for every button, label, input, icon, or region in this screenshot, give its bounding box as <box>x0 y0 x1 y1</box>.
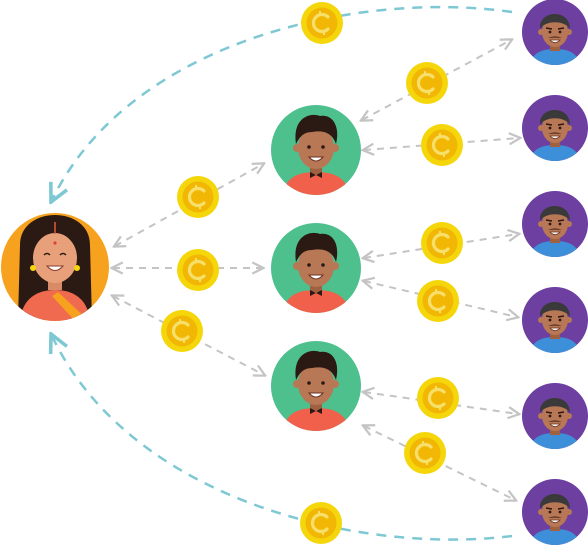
avatar-l2 <box>522 95 588 161</box>
coin-icon <box>177 249 219 291</box>
return-flow-top-arrow <box>52 5 513 200</box>
avatar-m3 <box>271 341 361 431</box>
avatar-l4 <box>522 287 588 353</box>
coin-icon <box>300 502 342 544</box>
coin-icon <box>301 2 343 44</box>
coin-icon <box>421 124 463 166</box>
flow-arrow <box>113 296 264 375</box>
coin-icon <box>404 432 446 474</box>
coin-icon <box>177 176 219 218</box>
coin-icon <box>417 280 459 322</box>
avatar-l6 <box>522 479 588 545</box>
avatar-l1 <box>522 0 588 65</box>
coin-icon <box>421 222 463 264</box>
return-flow-bottom-arrow <box>52 336 513 541</box>
root-avatar <box>1 213 109 321</box>
avatar-l5 <box>522 383 588 449</box>
coin-icon <box>417 377 459 419</box>
coin-icon <box>161 310 203 352</box>
avatar-m2 <box>271 223 361 313</box>
coin-icon <box>406 62 448 104</box>
avatar-l3 <box>522 191 588 257</box>
avatar-m1 <box>271 105 361 195</box>
coins <box>161 2 463 544</box>
